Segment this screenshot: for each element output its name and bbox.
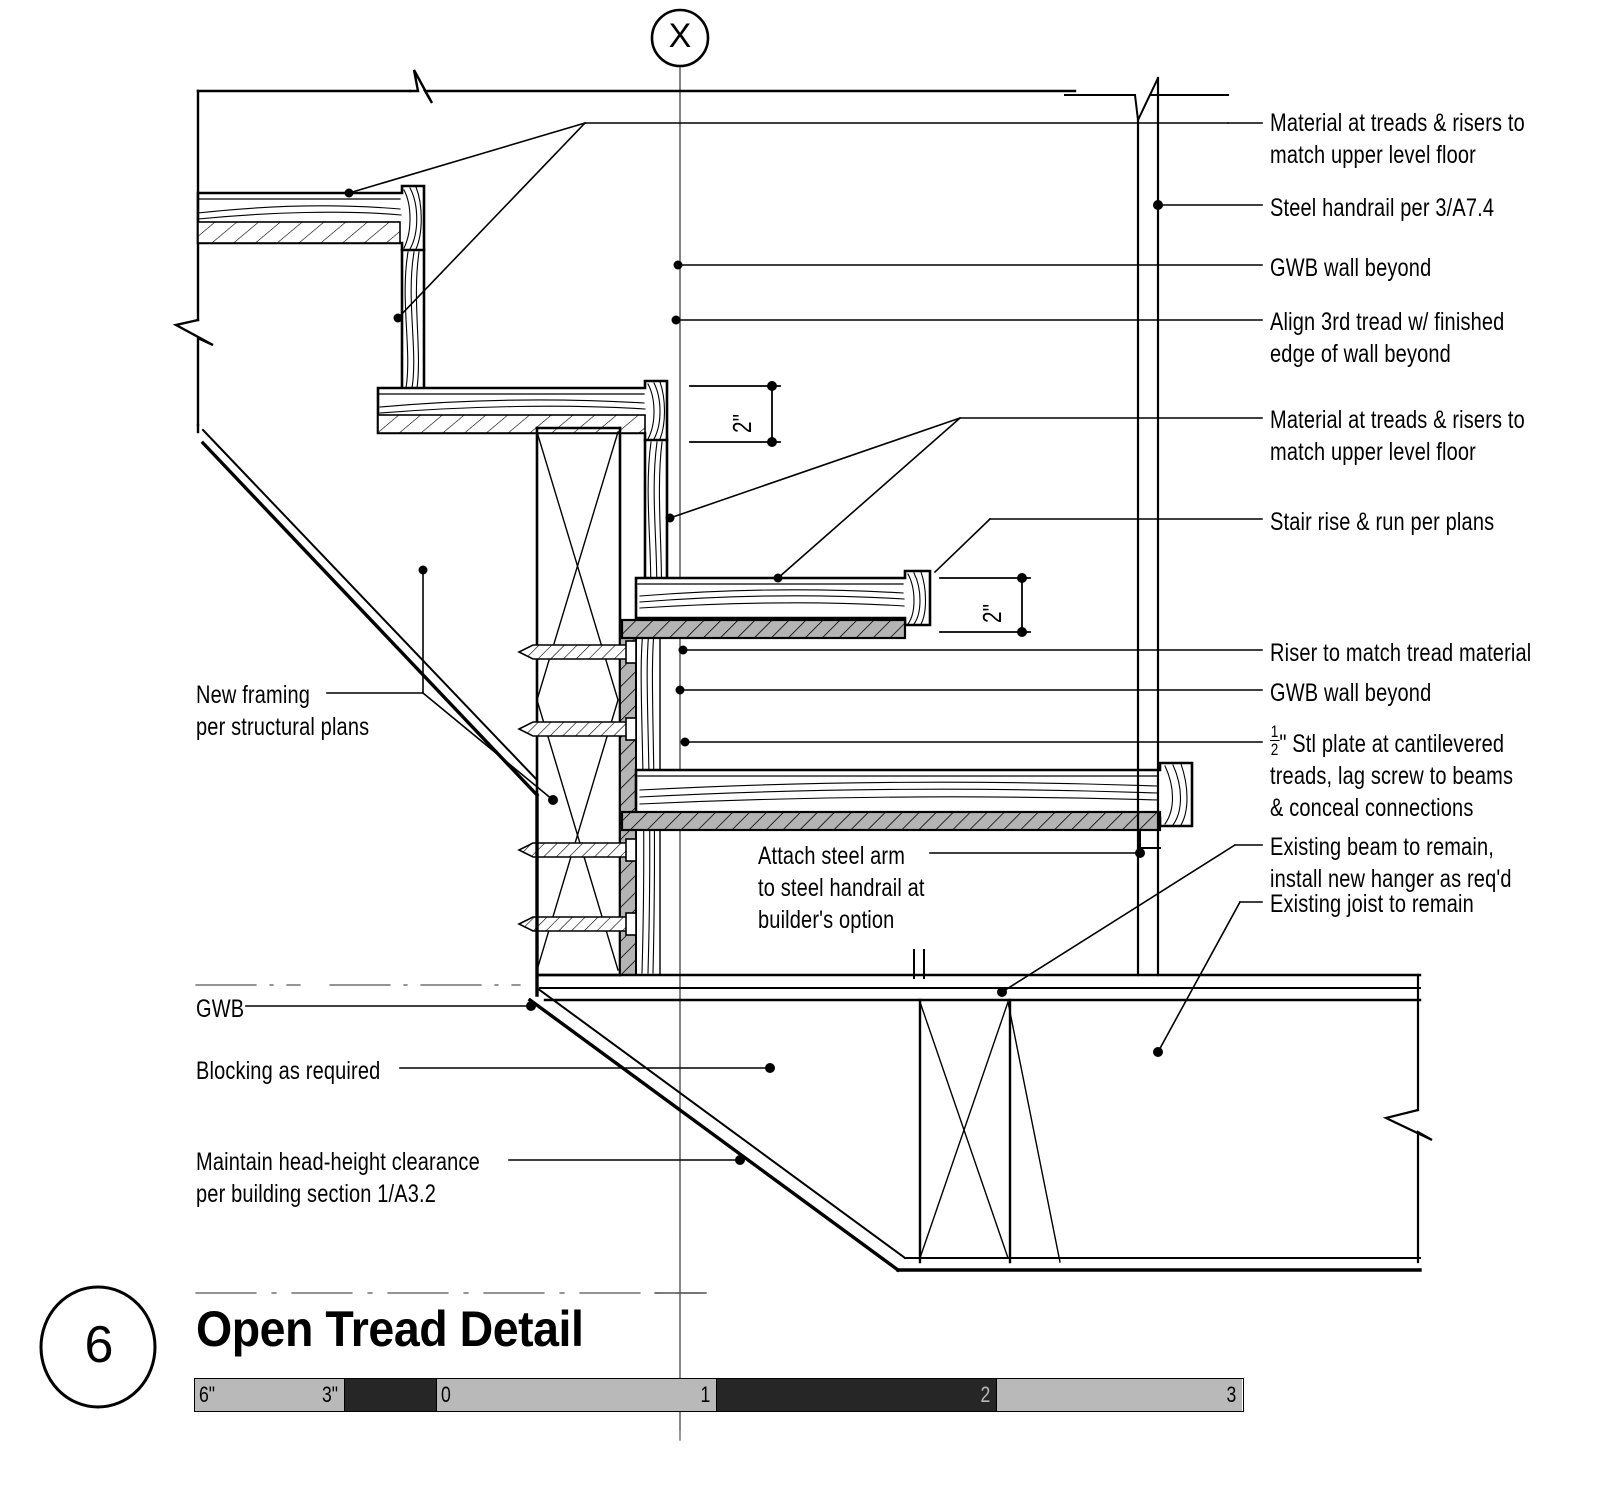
scale-bar: 6" 3" 0 1 2 3 — [194, 1378, 1244, 1412]
note-stair-rise-run: Stair rise & run per plans — [1270, 508, 1495, 536]
note-existing-beam: Existing beam to remain, install new han… — [1270, 833, 1512, 893]
dimension-label-lower: 2" — [977, 604, 1007, 623]
dimension-label-upper: 2" — [727, 414, 757, 433]
note-gwb-wall-beyond-2: GWB wall beyond — [1270, 679, 1432, 707]
scale-label-3in: 3" — [321, 1382, 338, 1407]
fraction-denominator: 2 — [1270, 740, 1279, 759]
scale-segment-0: 6" 3" — [195, 1379, 345, 1411]
note-material-treads-risers-upper: Material at treads & risers to match upp… — [1270, 109, 1525, 169]
note-steel-handrail: Steel handrail per 3/A7.4 — [1270, 194, 1495, 222]
detail-number: 6 — [84, 1316, 114, 1374]
page-title: Open Tread Detail — [196, 1301, 584, 1357]
note-riser-match-tread: Riser to match tread material — [1270, 639, 1532, 667]
note-blocking: Blocking as required — [196, 1057, 381, 1085]
scale-label-0: 0 — [441, 1382, 451, 1407]
scale-segment-1 — [345, 1379, 437, 1411]
note-attach-steel-arm: Attach steel arm to steel handrail at bu… — [758, 842, 925, 934]
note-material-treads-risers-2: Material at treads & risers to match upp… — [1270, 406, 1525, 466]
scale-segment-2: 0 1 — [437, 1379, 717, 1411]
note-gwb-wall-beyond-1: GWB wall beyond — [1270, 254, 1432, 282]
grid-bubble-label: X — [668, 17, 692, 55]
scale-label-1: 1 — [700, 1382, 710, 1407]
note-existing-joist: Existing joist to remain — [1270, 890, 1474, 918]
scale-segment-3: 2 — [717, 1379, 997, 1411]
note-head-height: Maintain head-height clearance per build… — [196, 1148, 480, 1208]
note-new-framing: New framing per structural plans — [196, 681, 370, 741]
scale-segment-4: 3 — [997, 1379, 1242, 1411]
note-gwb: GWB — [196, 995, 245, 1023]
scale-label-2: 2 — [980, 1382, 990, 1407]
fraction-numerator: 1 — [1270, 722, 1280, 741]
scale-label-3: 3 — [1226, 1382, 1236, 1407]
note-align-3rd-tread: Align 3rd tread w/ finished edge of wall… — [1270, 308, 1505, 368]
scale-label-6in: 6" — [199, 1382, 216, 1407]
